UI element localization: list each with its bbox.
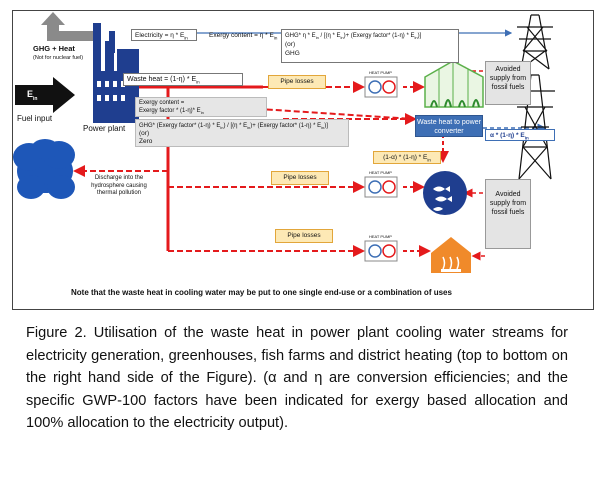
alpha-formula-text: α * (1-η) * E	[490, 132, 525, 139]
caption-text: Utilisation of the waste heat in power p…	[26, 325, 568, 431]
alpha-formula-box: α * (1-η) * Ein	[485, 129, 555, 141]
ghg-allocation-top: GHG* η * Ein / [(η * Ein)+ (Exergy facto…	[281, 29, 459, 63]
ghg-heat-note: (Not for nuclear fuel)	[33, 55, 84, 61]
caption-figure-label: Figure 2.	[26, 325, 87, 341]
ghg-mid-or: (or)	[139, 130, 150, 137]
exergy-content-top: Exergy content = η * Ein	[209, 32, 277, 42]
heat-pump-label-3: HEAT PUMP	[369, 234, 392, 239]
discharge-label: Discharge into the hydrosphere causing t…	[91, 175, 147, 196]
ein-symbol: E	[27, 89, 34, 99]
one-minus-formula-text: (1-α) * (1-η) * E	[383, 154, 428, 161]
diagram-note: Note that the waste heat in cooling wate…	[71, 288, 452, 297]
figure-caption: Figure 2. Utilisation of the waste heat …	[26, 322, 568, 435]
ghg-top-or: (or)	[285, 41, 296, 48]
heat-pump-label-1: HEAT PUMP	[369, 70, 392, 75]
alpha-formula-sub: in	[524, 135, 529, 141]
ghg-top-formula: GHG* η * Ein / [(η * Ein)+ (Exergy facto…	[285, 32, 421, 42]
ghg-top-part-2: / [(η * E	[318, 33, 341, 39]
ghg-mid-sub-2: in	[247, 125, 251, 131]
pipe-losses-box-3: Pipe losses	[275, 229, 333, 243]
transmission-tower-top	[517, 14, 553, 70]
power-plant-label: Power plant	[83, 124, 126, 133]
alpha-formula: α * (1-η) * Ein	[490, 132, 529, 142]
one-minus-formula-sub: in	[427, 157, 431, 163]
diagram-figure: GHG + Heat (Not for nuclear fuel) Ein Fu…	[12, 10, 594, 310]
pipe-losses-box-2: Pipe losses	[271, 171, 329, 185]
ghg-mid-part-1: GHG* (Exergy factor* (1-η) * E	[139, 123, 221, 129]
exergy-top-sub: in	[273, 35, 278, 41]
avoided-supply-box-2: Avoided supply from fossil fuels	[485, 179, 531, 249]
ghg-heat-label: GHG + Heat	[33, 44, 75, 53]
exergy-mid-line-2: Exergy factor * (1-η)* Ein	[139, 107, 204, 117]
ghg-mid-alt: Zero	[139, 138, 153, 145]
ghg-mid-sub-3: in	[321, 125, 325, 131]
heat-pump-label-2: HEAT PUMP	[369, 170, 392, 175]
ein-subscript: in	[33, 95, 38, 102]
ghg-mid-part-4: )]	[324, 123, 328, 129]
electricity-formula: Electricity = η * Ein	[135, 32, 188, 42]
ein-label: Ein	[27, 90, 37, 103]
waste-heat-to-power-converter: Waste heat to power converter	[415, 115, 483, 137]
waste-heat-sub: in	[196, 79, 200, 85]
exergy-mid-line-1: Exergy content =	[139, 100, 185, 106]
ghg-mid-formula: GHG* (Exergy factor* (1-η) * Ein) / [(η …	[139, 122, 328, 132]
electricity-formula-text: Electricity = η * E	[135, 32, 185, 39]
ghg-mid-part-3: )+ (Exergy factor* (1-η) * E	[250, 123, 322, 129]
exergy-mid-text: Exergy factor * (1-η)* E	[139, 108, 201, 114]
electricity-formula-sub: in	[184, 35, 188, 41]
ghg-top-sub-3: in	[414, 35, 418, 41]
ghg-exhaust-arrow	[41, 12, 95, 41]
ghg-mid-part-2: ) / [(η * E	[223, 123, 248, 129]
heat-pump-icon-2	[364, 176, 398, 198]
exergy-top-text: Exergy content = η * E	[209, 32, 274, 39]
waste-heat-text: Waste heat = (1-η) * E	[127, 76, 197, 83]
ghg-top-part-1: GHG* η * E	[285, 33, 316, 39]
exergy-mid-sub: in	[200, 110, 204, 116]
exergy-content-mid: Exergy content = Exergy factor * (1-η)* …	[135, 97, 267, 117]
electricity-box: Electricity = η * Ein	[131, 29, 197, 41]
energy-input-arrow	[15, 77, 75, 113]
greenhouse-icon	[424, 60, 484, 108]
ghg-top-alt: GHG	[285, 50, 300, 57]
fish-farm-icon	[423, 171, 467, 215]
ghg-top-sub-1: in	[315, 35, 319, 41]
ghg-top-part-4: )]	[417, 33, 422, 39]
fuel-input-label: Fuel input	[17, 114, 53, 123]
heat-pump-icon-1	[364, 76, 398, 98]
hydrosphere-cloud	[13, 139, 75, 199]
ghg-top-part-3: )+ (Exergy factor* (1-η) * E	[343, 33, 415, 39]
waste-heat-formula: Waste heat = (1-η) * Ein	[127, 76, 200, 86]
waste-heat-box: Waste heat = (1-η) * Ein	[123, 73, 243, 86]
heat-pump-icon-3	[364, 240, 398, 262]
avoided-supply-box-1: Avoided supply from fossil fuels	[485, 61, 531, 105]
ghg-allocation-mid: GHG* (Exergy factor* (1-η) * Ein) / [(η …	[135, 119, 349, 147]
one-minus-alpha-box: (1-α) * (1-η) * Ein	[373, 151, 441, 164]
pipe-losses-box-1: Pipe losses	[268, 75, 326, 89]
district-heating-house-icon	[431, 237, 471, 273]
ghg-mid-sub-1: in	[220, 125, 224, 131]
ghg-top-sub-2: in	[340, 35, 344, 41]
